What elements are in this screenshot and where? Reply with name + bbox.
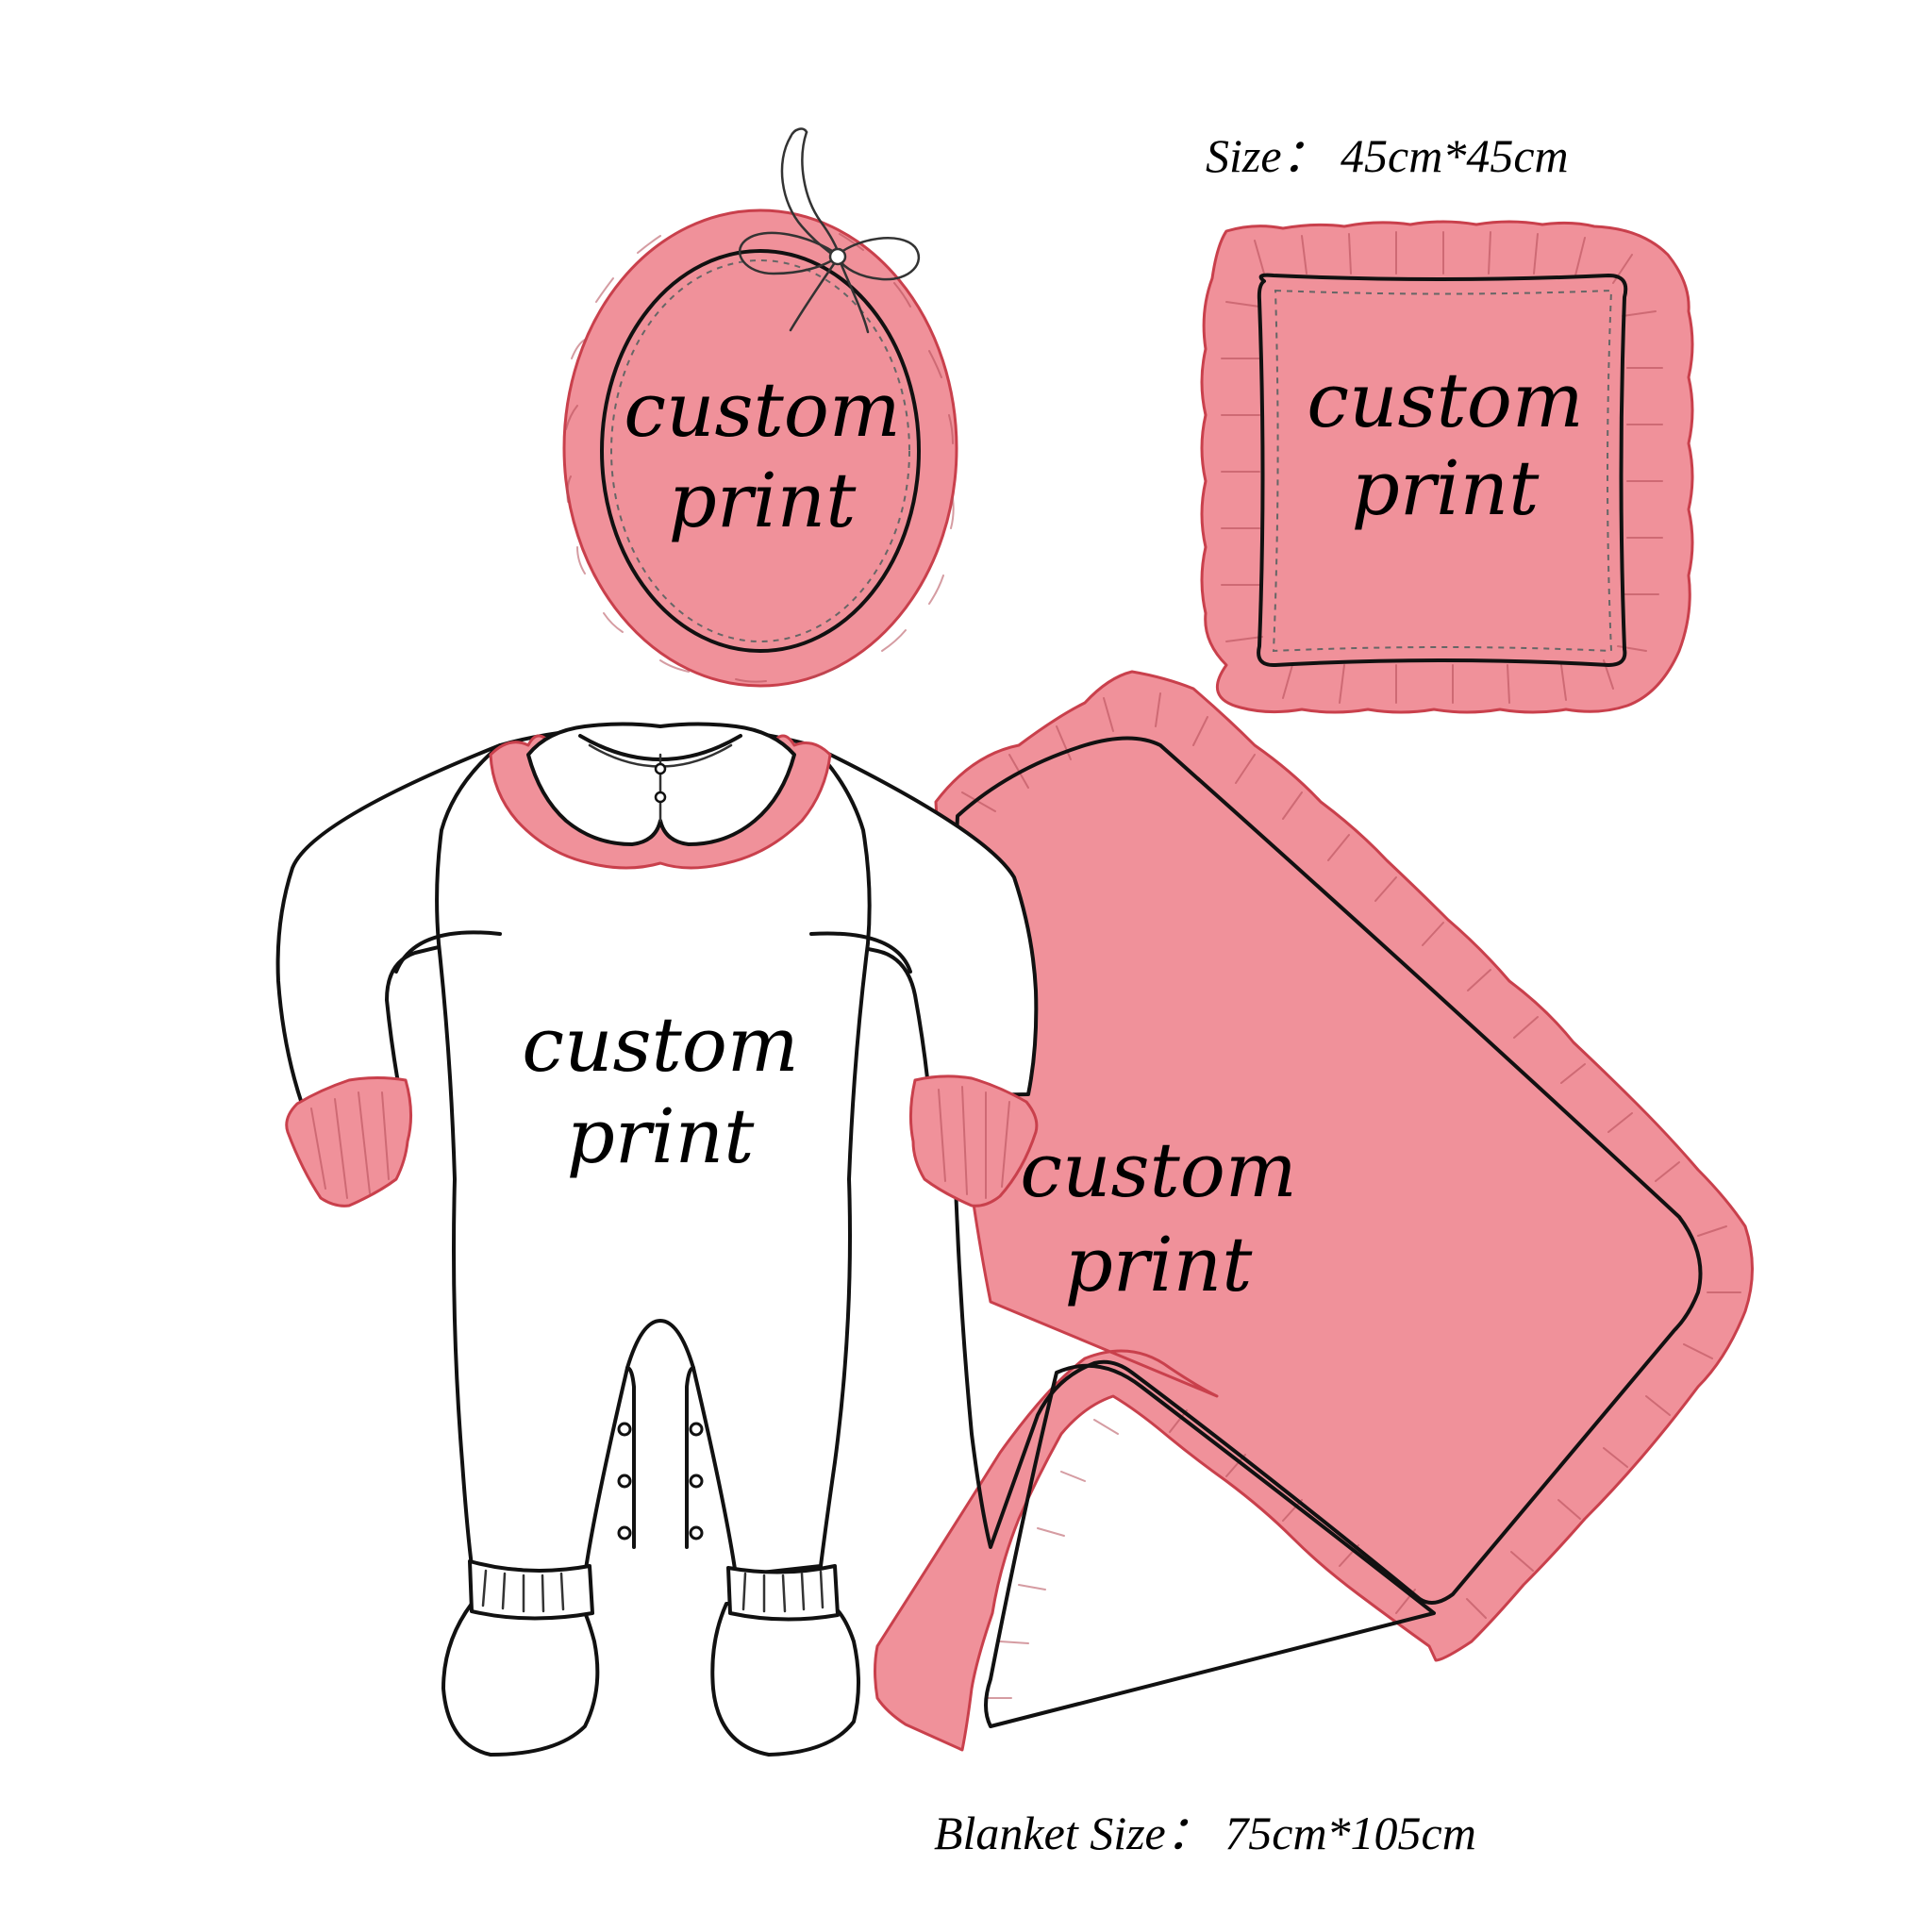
- blanket-fabric: [951, 736, 1703, 1605]
- bib-tie-bow: [739, 127, 921, 334]
- blanket-print-line2: print: [1065, 1221, 1254, 1308]
- romper-snaps: [617, 1422, 704, 1541]
- romper-right-foot: [710, 1602, 860, 1757]
- pillow-print-line2: print: [1352, 444, 1541, 532]
- bib: custom print: [562, 127, 958, 688]
- romper-body: [435, 724, 872, 1577]
- blanket-print-line1: custom: [1020, 1126, 1297, 1214]
- bib-stitching: [610, 259, 910, 642]
- bib-print-line1: custom: [624, 366, 901, 454]
- bib-ruffle-folds: [565, 233, 955, 683]
- romper-print-line1: custom: [522, 1001, 799, 1089]
- pillow-ruffle-trim: [1200, 220, 1694, 714]
- blanket-ruffle-trim: [874, 670, 1754, 1752]
- romper-right-sleeve: [809, 743, 1039, 1098]
- snap: [617, 1525, 632, 1541]
- pillow-ruffle-folds: [1221, 231, 1663, 704]
- romper: custom print: [275, 722, 1039, 1757]
- bib-inner-panel: [600, 249, 921, 653]
- pillow-print-line1: custom: [1307, 357, 1584, 444]
- snap: [617, 1474, 632, 1489]
- blanket-size-label: Blanket Size： 75cm*105cm: [934, 1807, 1476, 1859]
- romper-left-foot: [441, 1602, 600, 1757]
- romper-left-ankle-elastic: [468, 1559, 594, 1621]
- romper-print-line2: print: [567, 1092, 756, 1180]
- snap: [689, 1525, 704, 1541]
- blanket: custom print Blanket Size： 75cm*105cm: [874, 670, 1754, 1859]
- snap: [689, 1474, 704, 1489]
- bib-print-line2: print: [669, 457, 858, 544]
- romper-right-cuff: [908, 1074, 1039, 1208]
- romper-left-cuff: [285, 1076, 413, 1208]
- snap: [689, 1422, 704, 1437]
- pillow-inner-panel: [1257, 273, 1628, 668]
- blanket-ruffle-folds: [961, 692, 1741, 1699]
- pillow: Size： 45cm*45cm custom print: [1200, 129, 1694, 714]
- bib-ruffle-trim: [562, 208, 958, 688]
- blanket-folded-corner: [984, 1363, 1436, 1728]
- snap: [617, 1422, 632, 1437]
- pillow-size-label: Size： 45cm*45cm: [1206, 129, 1569, 182]
